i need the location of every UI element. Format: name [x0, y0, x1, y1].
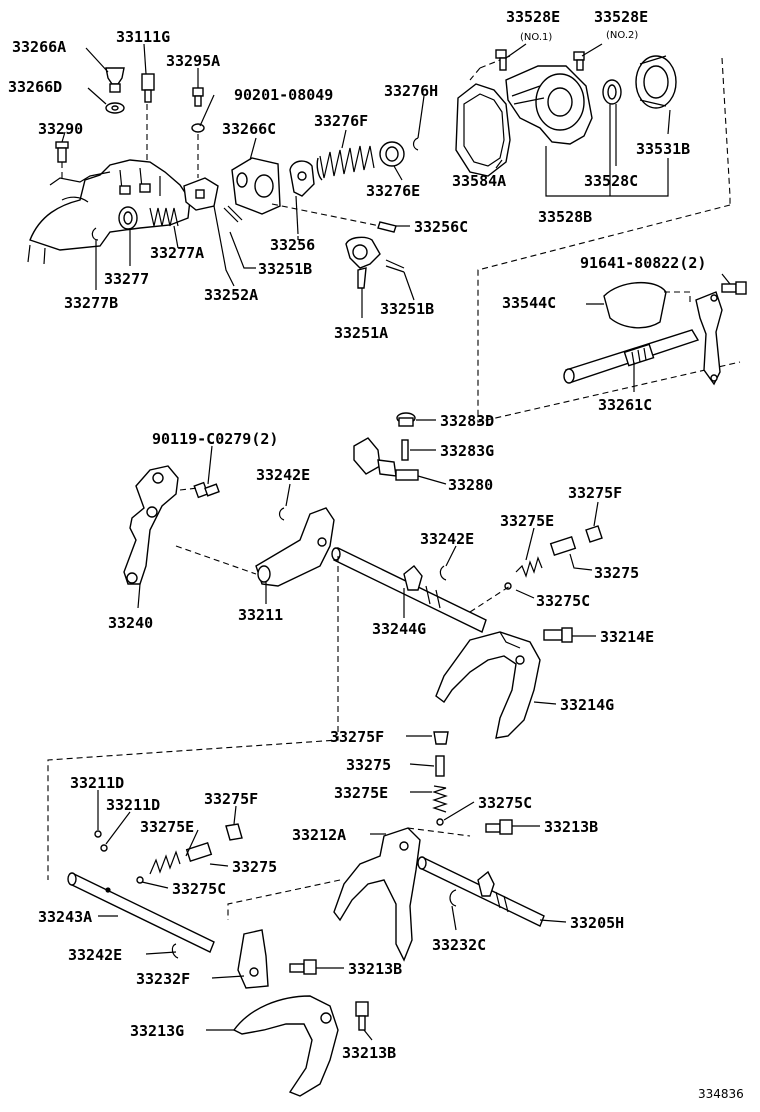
label-no1: (NO.1) [520, 32, 552, 43]
label-33213B-top: 33213B [544, 818, 598, 836]
label-33276F: 33276F [314, 112, 368, 130]
label-33242E-low: 33242E [68, 946, 122, 964]
label-33214G: 33214G [560, 696, 614, 714]
label-90201-08049: 90201-08049 [234, 86, 333, 104]
label-33277B: 33277B [64, 294, 118, 312]
label-33290: 33290 [38, 120, 83, 138]
label-33275E-mid: 33275E [334, 784, 388, 802]
callout-labels: 33266A 33111G 33295A 33266D 90201-08049 … [8, 8, 744, 1101]
label-33240: 33240 [108, 614, 153, 632]
label-33242E-mid: 33242E [420, 530, 474, 548]
label-33212A: 33212A [292, 826, 346, 844]
label-33280: 33280 [448, 476, 493, 494]
label-33232C: 33232C [432, 936, 486, 954]
label-33283D: 33283D [440, 412, 494, 430]
label-33266A: 33266A [12, 38, 66, 56]
label-33266C: 33266C [222, 120, 276, 138]
label-90119-C0279: 90119-C0279(2) [152, 430, 278, 448]
label-33213B-low: 33213B [342, 1044, 396, 1062]
label-33528C: 33528C [584, 172, 638, 190]
label-33276E: 33276E [366, 182, 420, 200]
label-33275-top: 33275 [594, 564, 639, 582]
label-33252A: 33252A [204, 286, 258, 304]
label-33277: 33277 [104, 270, 149, 288]
label-33275F-top: 33275F [568, 484, 622, 502]
label-33251B-upper: 33251B [258, 260, 312, 278]
label-33277A: 33277A [150, 244, 204, 262]
label-33584A: 33584A [452, 172, 506, 190]
label-33111G: 33111G [116, 28, 170, 46]
label-33244G: 33244G [372, 620, 426, 638]
label-33242E-top: 33242E [256, 466, 310, 484]
label-33251B-lower: 33251B [380, 300, 434, 318]
label-33251A: 33251A [334, 324, 388, 342]
label-33243A: 33243A [38, 908, 92, 926]
label-33275C-low: 33275C [172, 880, 226, 898]
label-33528E-no2: 33528E [594, 8, 648, 26]
label-33276H: 33276H [384, 82, 438, 100]
label-33275C-mid: 33275C [478, 794, 532, 812]
shift-lever-housing-drawing [27, 67, 419, 289]
extension-housing-drawing [455, 49, 741, 423]
label-33275-mid: 33275 [346, 756, 391, 774]
label-33275-low: 33275 [232, 858, 277, 876]
label-33211D-lower: 33211D [106, 796, 160, 814]
label-33211D-upper: 33211D [70, 774, 124, 792]
label-33213G: 33213G [130, 1022, 184, 1040]
label-33256: 33256 [270, 236, 315, 254]
label-33275F-mid: 33275F [330, 728, 384, 746]
shift-fork-mid-drawing [47, 412, 603, 880]
label-33544C: 33544C [502, 294, 556, 312]
label-33275C-top: 33275C [536, 592, 590, 610]
shift-fork-lower-drawing [67, 731, 545, 1097]
label-33214E: 33214E [600, 628, 654, 646]
leader-lines [61, 43, 731, 1041]
label-33275F-low: 33275F [204, 790, 258, 808]
label-33213B-mid: 33213B [348, 960, 402, 978]
label-33205H: 33205H [570, 914, 624, 932]
label-33275E-top: 33275E [500, 512, 554, 530]
label-33266D: 33266D [8, 78, 62, 96]
label-33232F: 33232F [136, 970, 190, 988]
label-33531B: 33531B [636, 140, 690, 158]
diagram-reference-number: 334836 [698, 1087, 744, 1101]
shift-shaft-drawing [563, 281, 747, 386]
label-33211: 33211 [238, 606, 283, 624]
label-33528E-no1: 33528E [506, 8, 560, 26]
label-33256C: 33256C [414, 218, 468, 236]
label-33275E-low: 33275E [140, 818, 194, 836]
label-no2: (NO.2) [606, 30, 638, 41]
label-33261C: 33261C [598, 396, 652, 414]
label-91641-80822: 91641-80822(2) [580, 254, 706, 272]
label-33295A: 33295A [166, 52, 220, 70]
label-33528B: 33528B [538, 208, 592, 226]
label-33283G: 33283G [440, 442, 494, 460]
